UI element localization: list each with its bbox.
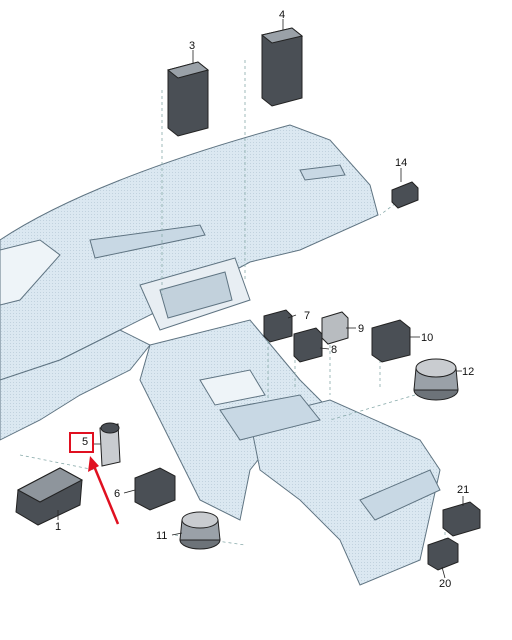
part-4-switch-block: [260, 27, 304, 107]
callout-20: 20: [439, 578, 451, 590]
highlight-arrow-head: [88, 456, 99, 472]
highlight-part-5: [69, 432, 120, 525]
part-3-switch-block: [166, 61, 210, 137]
callout-1: 1: [55, 521, 61, 533]
callout-12: 12: [462, 366, 474, 378]
part-10-module: [371, 319, 411, 363]
center-console: [139, 319, 441, 586]
infotainment-screen: [139, 257, 251, 331]
callout-5: 5: [82, 436, 88, 448]
callout-10: 10: [421, 332, 433, 344]
highlight-box: [69, 432, 94, 453]
callout-leaders: [57, 19, 464, 579]
highlight-arrow-shaft: [92, 465, 120, 525]
part-5-socket: [99, 422, 121, 467]
part-21-switch: [442, 501, 481, 537]
callout-14: 14: [395, 157, 407, 169]
callout-21: 21: [457, 484, 469, 496]
callout-11: 11: [156, 530, 167, 542]
callout-7: 7: [304, 310, 310, 322]
part-7-switch: [263, 309, 293, 343]
callout-4: 4: [279, 9, 285, 21]
leader-dashes: [19, 60, 446, 546]
part-14-button: [391, 181, 419, 209]
callout-6: 6: [114, 488, 120, 500]
dashboard: [0, 124, 379, 441]
part-20-switch: [427, 537, 459, 571]
part-8-switch: [293, 327, 323, 363]
part-6-switch: [134, 467, 176, 511]
callout-3: 3: [189, 40, 195, 52]
callouts: 1 3 4 5 6 7 8 9 10 11 12 14 20 21: [55, 9, 474, 590]
part-11-rotary-knob: [179, 511, 221, 550]
part-9-switch: [321, 311, 349, 345]
part-1-switch-module: [15, 467, 84, 526]
callout-9: 9: [358, 323, 364, 335]
part-12-rotary-knob: [413, 358, 459, 401]
callout-8: 8: [331, 344, 337, 356]
